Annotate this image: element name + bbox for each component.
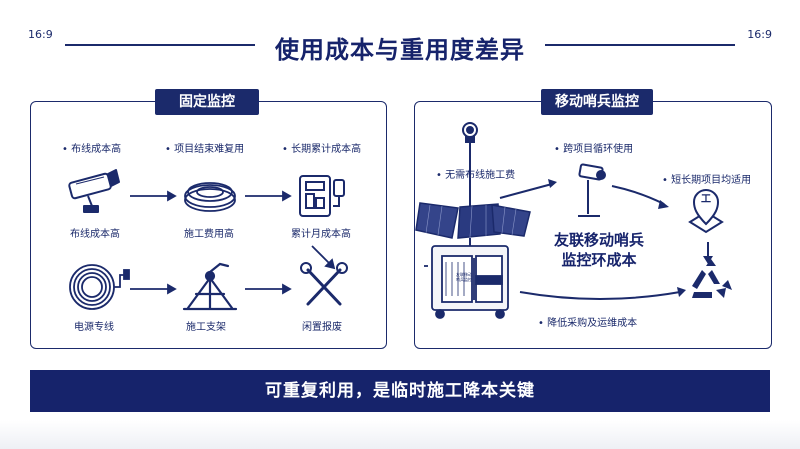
location-badge-icon bbox=[688, 189, 724, 234]
fixed-arrows bbox=[130, 190, 336, 295]
fixed-top-label-1: • 布线成本高 bbox=[62, 144, 122, 155]
fixed-top-label-3: • 长期累计成本高 bbox=[282, 144, 362, 155]
solar-panel-icon bbox=[415, 202, 531, 248]
mobile-label-cross-project: • 跨项目循环使用 bbox=[554, 144, 634, 155]
power-cable-coil-icon bbox=[69, 264, 130, 310]
bottom-fade bbox=[0, 420, 800, 449]
mobile-panel-header: 移动哨兵监控 bbox=[541, 89, 653, 115]
title-line-left bbox=[65, 44, 255, 46]
fixed-bottom-label-3: 闲置报废 bbox=[302, 322, 342, 333]
mobile-label-no-construction: • 无需布线施工费 bbox=[436, 170, 516, 181]
fixed-panel-header: 固定监控 bbox=[155, 89, 259, 115]
badge-char: 工 bbox=[701, 194, 711, 205]
electric-meter-icon bbox=[299, 175, 345, 217]
ratio-label-right: 16:9 bbox=[747, 28, 772, 41]
cart-sign: 友联移动哨兵监控 bbox=[456, 272, 472, 282]
pole-camera-icon bbox=[578, 163, 606, 217]
mobile-center-title-2: 监控环成本 bbox=[561, 251, 637, 269]
fixed-top-label-2: • 项目结束难复用 bbox=[165, 144, 245, 155]
fixed-bottom-label-1: 电源专线 bbox=[74, 322, 114, 333]
fixed-mid-label-3: 累计月成本高 bbox=[291, 229, 351, 240]
mobile-label-short-long: • 短长期项目均适用 bbox=[662, 175, 752, 186]
coiled-cable-icon bbox=[184, 182, 236, 212]
ratio-label-left: 16:9 bbox=[28, 28, 53, 41]
title-line-right bbox=[545, 44, 735, 46]
fixed-bottom-label-2: 施工支架 bbox=[186, 322, 226, 333]
fixed-mid-label-1: 布线成本高 bbox=[70, 229, 120, 240]
page-title: 使用成本与重用度差异 bbox=[275, 36, 525, 64]
footer-banner: 可重复利用，是临时施工降本关键 bbox=[30, 370, 770, 412]
mobile-cart-icon bbox=[424, 245, 509, 319]
cctv-camera-icon bbox=[68, 169, 120, 213]
mobile-center-title-1: 友联移动哨兵 bbox=[553, 231, 644, 249]
scaffold-icon bbox=[182, 262, 238, 311]
wrench-screwdriver-icon bbox=[300, 262, 348, 306]
mobile-label-reduce-cost: • 降低采购及运维成本 bbox=[538, 318, 638, 329]
fixed-mid-label-2: 施工费用高 bbox=[184, 229, 234, 240]
recycle-icon bbox=[692, 259, 732, 298]
